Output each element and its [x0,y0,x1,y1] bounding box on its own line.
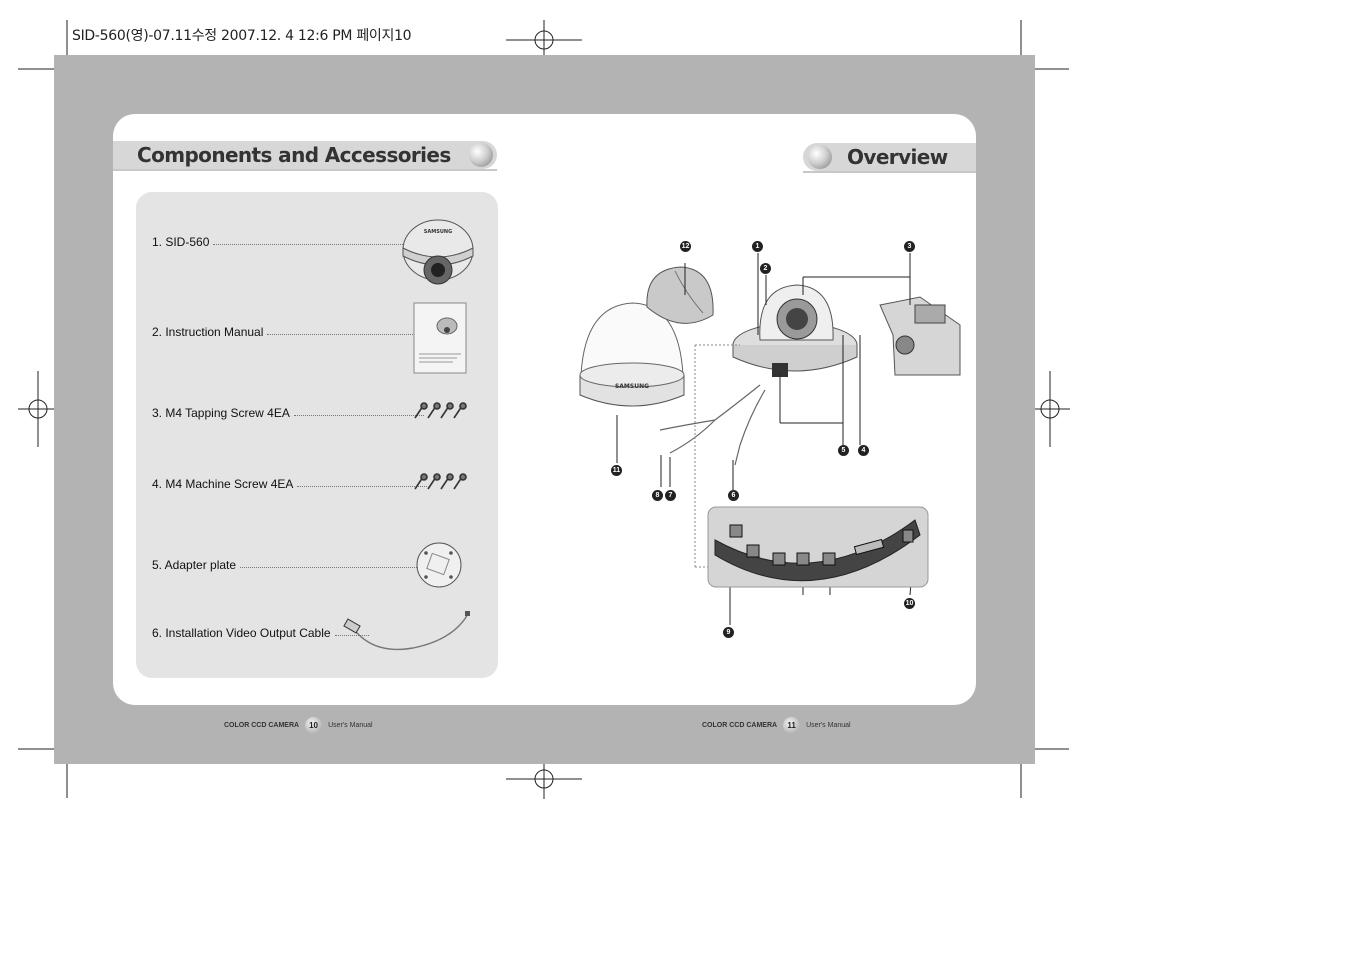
callout-7: 7 [665,490,676,501]
list-item: 5. Adapter plate [152,558,426,572]
dome-logo-text: SAMSUNG [615,383,649,390]
footer-product: COLOR CCD CAMERA [702,722,778,729]
components-title: Components and Accessories [137,143,451,167]
item-label: 2. Instruction Manual [152,325,264,339]
list-item: 6. Installation Video Output Cable [152,626,369,640]
manual-image [413,302,467,374]
item-label: 3. M4 Tapping Screw 4EA [152,406,290,420]
callout-3: 3 [904,241,915,252]
footer-product: COLOR CCD CAMERA [224,722,300,729]
tapping-screws-image [414,402,467,419]
overview-title-bar: Overview [803,143,976,171]
item-label: 1. SID-560 [152,235,210,249]
print-header: SID-560(영)-07.11수정 2007.12. 4 12:6 PM 페이… [72,28,412,44]
dot-leader [334,634,369,636]
adapter-plate-image [416,542,462,588]
callout-9: 9 [723,627,734,638]
item-label: 6. Installation Video Output Cable [152,626,331,640]
list-item: 3. M4 Tapping Screw 4EA [152,406,424,420]
callout-1: 1 [752,241,763,252]
camera-body [732,284,858,377]
callout-11: 11 [611,465,622,476]
item-label: 4. M4 Machine Screw 4EA [152,477,294,491]
footer-right: COLOR CCD CAMERA 11 User's Manual [702,717,851,734]
footer-left: COLOR CCD CAMERA 10 User's Manual [224,717,373,734]
callout-2: 2 [760,263,771,274]
camera-logo-text: SAMSUNG [424,229,452,235]
dome-camera-image: SAMSUNG [402,219,474,285]
callout-12: 12 [680,241,691,252]
dome-cover: SAMSUNG [579,302,685,407]
title-ball-icon [469,143,493,167]
cables [659,384,766,466]
components-title-bar: Components and Accessories [113,141,497,169]
title-rule-right [803,171,976,173]
dot-leader [297,485,428,487]
footer-manual: User's Manual [806,722,851,729]
machine-screws-image [414,473,467,490]
page-number: 10 [305,717,323,734]
callout-5: 5 [838,445,849,456]
inner-liner [646,266,714,324]
list-item: 2. Instruction Manual [152,325,424,339]
title-ball-icon [808,145,832,169]
list-item: 1. SID-560 [152,235,412,249]
page-number: 11 [783,717,801,734]
title-rule-left [113,169,497,171]
callout-6: 6 [728,490,739,501]
list-item: 4. M4 Machine Screw 4EA [152,477,428,491]
callout-10: 10 [904,598,915,609]
overview-diagram: SAMSUNG [579,253,961,625]
dot-leader [293,414,424,416]
item-label: 5. Adapter plate [152,558,237,572]
dot-leader [240,566,426,568]
dot-leader [267,333,424,335]
mount-bracket [879,296,961,376]
callout-4: 4 [858,445,869,456]
callout-8: 8 [652,490,663,501]
video-cable-image [343,611,470,651]
overview-title: Overview [847,145,948,169]
footer-manual: User's Manual [328,722,373,729]
dot-leader [213,243,412,245]
connector-panel-detail [707,506,929,588]
